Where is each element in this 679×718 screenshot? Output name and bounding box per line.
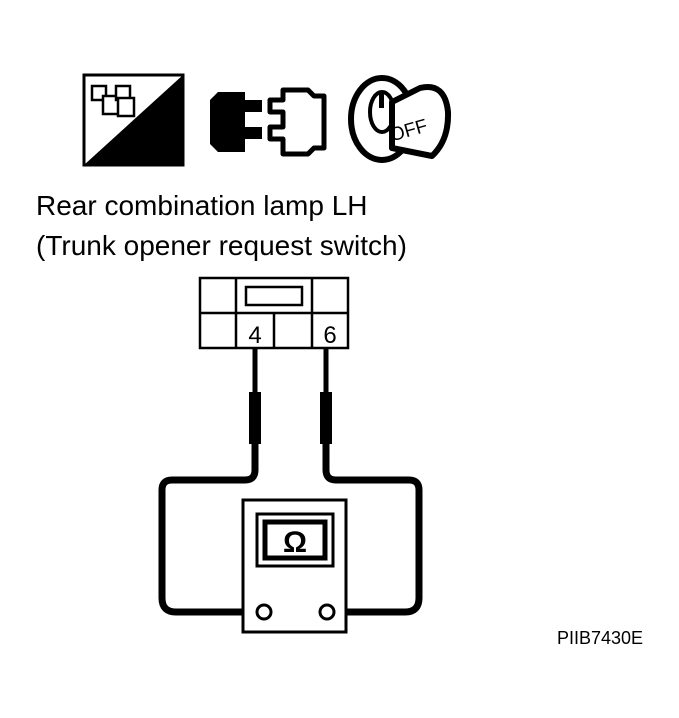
ignition-key-off-icon: OFF bbox=[348, 75, 452, 163]
caption-line-2: (Trunk opener request switch) bbox=[36, 230, 407, 261]
caption-line-1: Rear combination lamp LH bbox=[36, 190, 368, 221]
probe-lead-left bbox=[158, 348, 264, 616]
ohmmeter-icon: Ω bbox=[241, 498, 348, 634]
connector-face bbox=[198, 276, 350, 350]
ohm-symbol: Ω bbox=[283, 526, 307, 559]
terminal-4-label: 4 bbox=[248, 322, 261, 349]
figure-code: PIIB7430E bbox=[557, 628, 643, 648]
probe-lead-right bbox=[320, 348, 423, 616]
terminal-6-label: 6 bbox=[323, 322, 336, 349]
disconnected-connector-icon bbox=[210, 87, 327, 157]
test-stand-label: T.S. bbox=[133, 142, 169, 165]
test-stand-icon: T.S. bbox=[82, 73, 185, 167]
